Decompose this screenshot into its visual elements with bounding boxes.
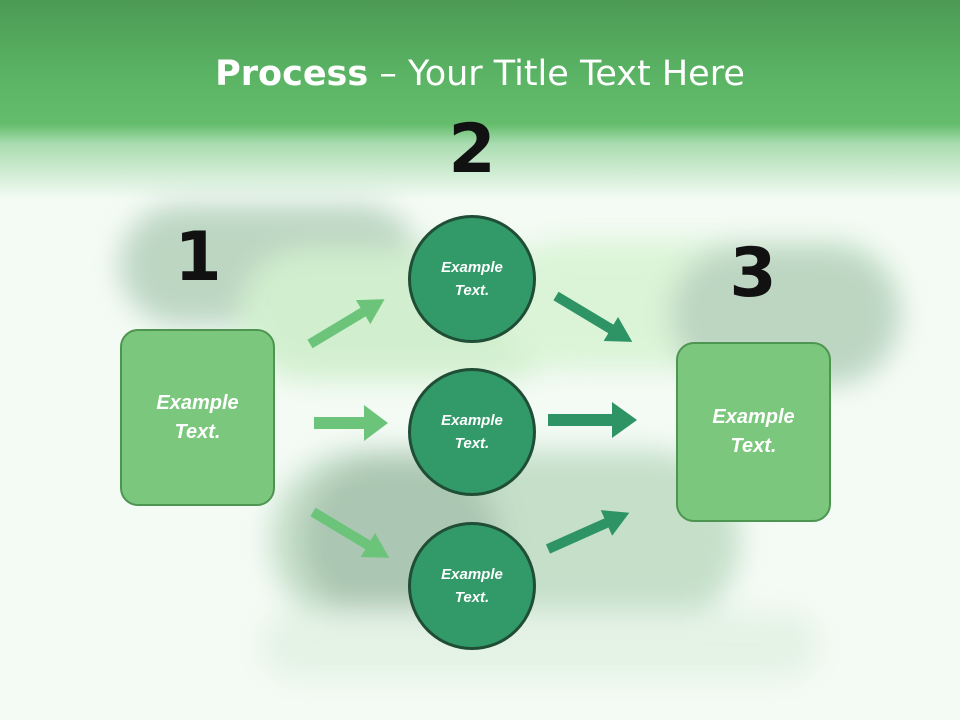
- arrow-left-to-bottom: [310, 507, 390, 558]
- arrow-top-to-right: [553, 291, 633, 342]
- step-number-3: 3: [729, 234, 777, 313]
- circle-node-bottom: Example Text.: [408, 522, 536, 650]
- right-step-box: Example Text.: [676, 342, 831, 522]
- header-band: [0, 0, 960, 200]
- arrow-bottom-to-right: [545, 510, 630, 554]
- circle-node-bottom-text: Example Text.: [441, 566, 503, 606]
- step-number-2: 2: [448, 110, 496, 189]
- right-step-box-text: Example Text.: [712, 406, 795, 457]
- step-number-1: 1: [174, 218, 222, 297]
- circle-node-top-text: Example Text.: [441, 259, 503, 299]
- circle-node-middle-text: Example Text.: [441, 412, 503, 452]
- arrow-left-to-top: [307, 299, 385, 349]
- circle-node-top: Example Text.: [408, 215, 536, 343]
- arrow-middle-to-right: [548, 402, 637, 438]
- left-step-box: Example Text.: [120, 329, 275, 506]
- title-bold: Process: [215, 54, 369, 94]
- title-rest: – Your Title Text Here: [368, 54, 745, 94]
- left-step-box-text: Example Text.: [156, 391, 239, 443]
- slide-title: Process – Your Title Text Here: [0, 50, 960, 98]
- arrow-left-to-middle: [314, 405, 388, 441]
- circle-node-middle: Example Text.: [408, 368, 536, 496]
